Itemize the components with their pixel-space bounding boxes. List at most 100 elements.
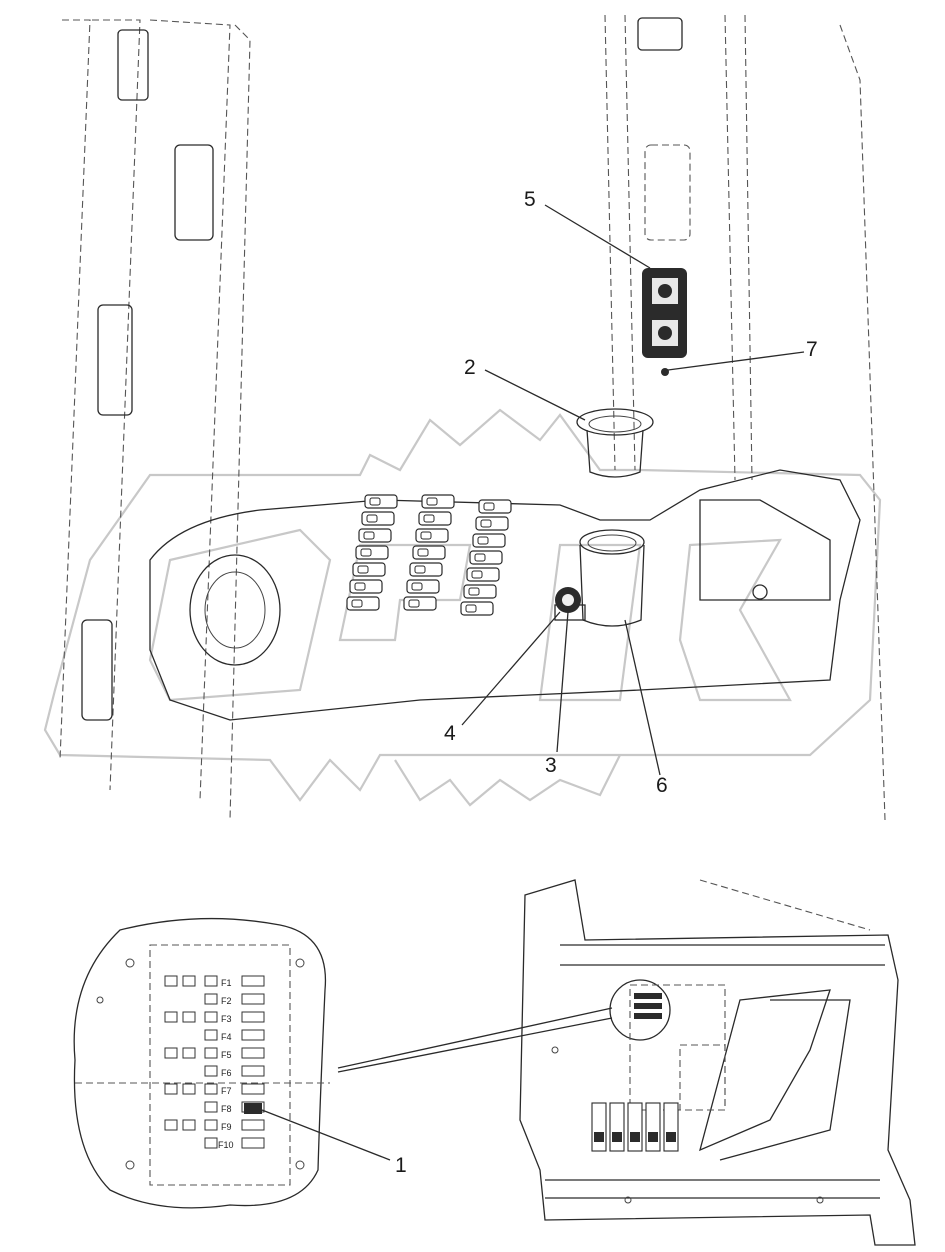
panel-relay-base [666,1132,676,1142]
console-rocker-switch-face [468,587,480,596]
fuse-slot [204,1137,218,1149]
leader-lines-upper [461,204,805,776]
panel-fuse-strip [634,993,662,999]
relay-slot [182,1011,196,1023]
relay-slot [164,1083,178,1095]
fuse-slot [241,1119,265,1131]
relay-slot [164,1047,178,1059]
panel-fuse-strip [634,1013,662,1019]
callout-4: 4 [444,722,456,745]
fuse-label: F6 [221,1068,232,1078]
panel-relay [627,1102,643,1152]
cab-panel-view [519,879,916,1246]
fuse-slot [204,1011,218,1023]
console-rocker-switch-face [477,536,489,545]
pillar-slot-low [81,619,113,721]
fuse-box-outline [149,944,291,1186]
fuse-slot [241,993,265,1005]
relay-slot [164,1011,178,1023]
console-rocker-switch-face [417,548,429,557]
fuse-box-detail [73,917,330,1209]
relay-slot [182,1119,196,1131]
relay-slot [164,975,178,987]
fuse-labels: F1 F2 F3 F4 F5 F6 F7 F8 F9 F10 [218,978,234,1150]
fuse-label: F8 [221,1104,232,1114]
upper-lamp [637,17,683,51]
fuse-label: F3 [221,1014,232,1024]
panel-fuse-strip [634,1003,662,1009]
fuse-slot [204,975,218,987]
panel-relay-base [594,1132,604,1142]
fuse-label: F4 [221,1032,232,1042]
pillar-slot-top [117,29,149,101]
switch-recess-outline [644,144,691,241]
panel-relay [645,1102,661,1152]
fuse-label: F7 [221,1086,232,1096]
fuse-slot [241,1065,265,1077]
console-rocker-switch-face [351,599,363,608]
fuse-label: F10 [218,1140,234,1150]
fuse-label: F5 [221,1050,232,1060]
console-rocker-switch-face [420,531,432,540]
fuse-box-highlight [609,979,671,1041]
callout-7: 7 [806,338,818,361]
console-rocker-switch-face [354,582,366,591]
callout-5: 5 [524,188,536,211]
fuse-slot [241,975,265,987]
callout-1: 1 [395,1154,407,1177]
panel-relay-base [630,1132,640,1142]
fuse-slot [241,1137,265,1149]
relay-slot [182,1047,196,1059]
cup-holder [579,529,645,627]
console-rocker-switch-face [474,553,486,562]
panel-relay [609,1102,625,1152]
console-rocker-switch-face [465,604,477,613]
fuse-slot [204,1047,218,1059]
panel-relay [663,1102,679,1152]
switch-panel [642,268,687,358]
console-rocker-switch-face [483,502,495,511]
panel-relay [591,1102,607,1152]
panel-relay-base [612,1132,622,1142]
relay-slot [182,1083,196,1095]
console-rocker-switch-face [423,514,435,523]
pillar-bracket [174,144,214,241]
console-rocker-switch-face [360,548,372,557]
console-rocker-switch-face [414,565,426,574]
console-rocker-switch-face [363,531,375,540]
fuse-slot [241,1047,265,1059]
relay-slot [164,1119,178,1131]
console-switch-bank [346,494,512,616]
cab-left-pillar [59,19,251,821]
fuse-slot [241,1083,265,1095]
cup-holder-insert [576,408,654,478]
pillar-slot-mid [97,304,133,416]
fuse-label: F9 [221,1122,232,1132]
cab-right-pillar [604,14,886,821]
console-rocker-switch-face [408,599,420,608]
callout-3: 3 [545,754,557,777]
highlighted-fuse [244,1103,262,1114]
fuse-label: F1 [221,978,232,988]
panel-relay-base [648,1132,658,1142]
console-round-recess [189,554,281,666]
console-rocker-switch-face [366,514,378,523]
relay-slot [182,975,196,987]
fuse-slot [241,1029,265,1041]
callout-2: 2 [464,356,476,379]
fuse-slot [204,1101,218,1113]
fuse-slot [204,993,218,1005]
fuse-slot [204,1119,218,1131]
console-rocker-switch-face [411,582,423,591]
fuse-label: F2 [221,996,232,1006]
console-rocker-switch-face [471,570,483,579]
screw-part-7 [661,368,669,376]
fuse-slot [241,1011,265,1023]
console-rear-box [699,499,831,601]
console-rocker-switch-face [369,497,381,506]
fuse-slot [204,1065,218,1077]
callout-6: 6 [656,774,668,797]
console-rocker-switch-face [357,565,369,574]
fuse-slot [204,1029,218,1041]
